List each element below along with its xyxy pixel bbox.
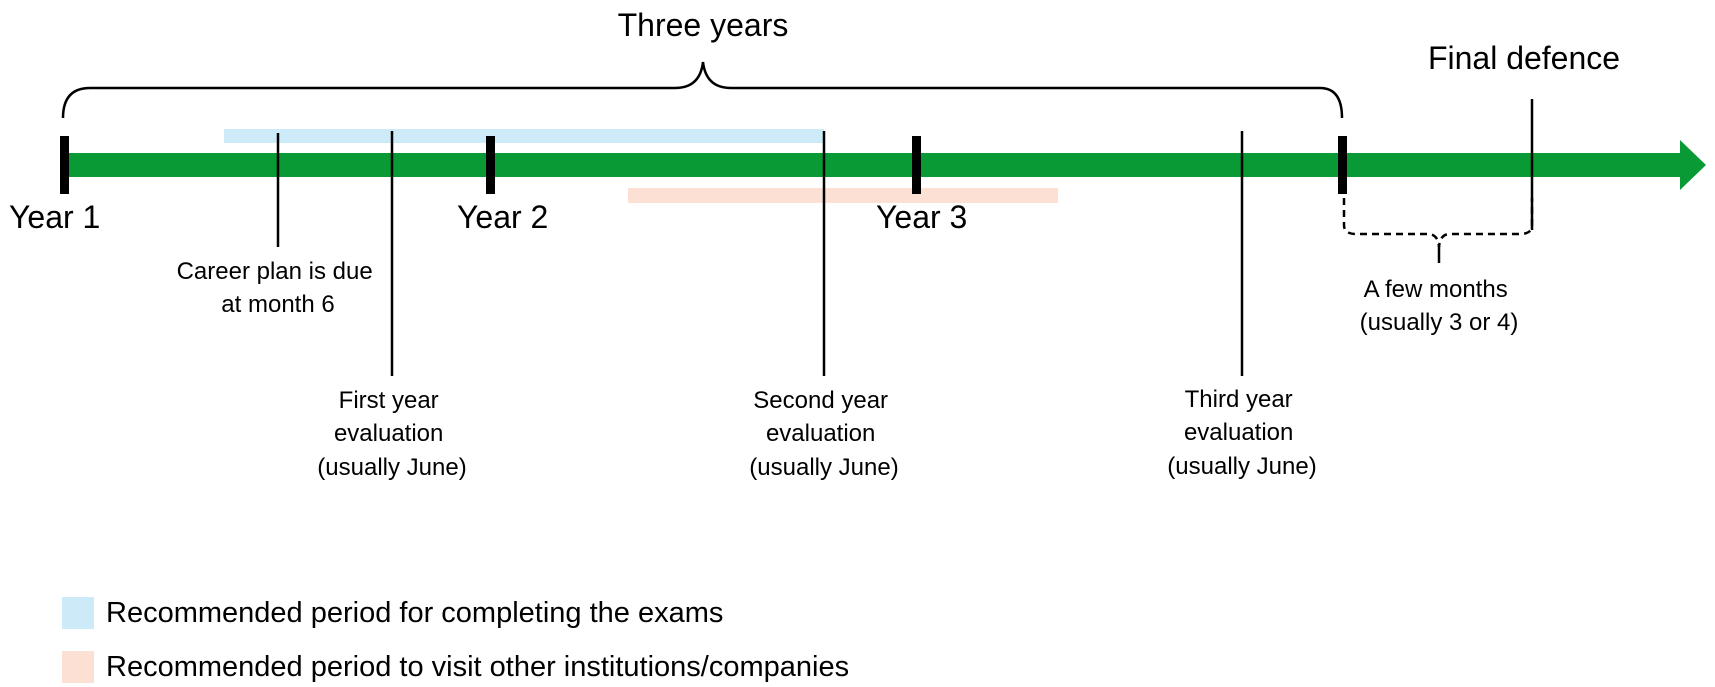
timeline-arrowhead [1680,140,1706,190]
year-3-tick [912,136,921,194]
year-1-label: Year 1 [9,199,100,235]
three-years-end-tick [1338,136,1347,194]
year-2-tick [486,136,495,194]
first-eval-label: First year evaluation (usually June) [317,387,466,481]
second-eval-label: Second year evaluation (usually June) [749,387,898,481]
legend-label-exams: Recommended period for completing the ex… [106,597,723,629]
legend-label-visits: Recommended period to visit other instit… [106,651,849,683]
gap-label: A few months (usually 3 or 4) [1360,276,1519,336]
visit-period-bar [628,188,1058,203]
three-years-label: Three years [618,7,789,43]
final-defence-label: Final defence [1428,40,1620,76]
year-2-label: Year 2 [457,199,548,235]
timeline-bar [63,153,1683,177]
career-plan-label: Career plan is due at month 6 [177,258,380,318]
three-years-brace [61,61,1344,119]
exam-period-bar [224,129,824,143]
legend-swatch-visits [62,651,94,683]
year-1-tick [60,136,69,194]
year-3-label: Year 3 [876,199,967,235]
gap-brace [1342,198,1534,248]
legend-swatch-exams [62,597,94,629]
third-eval-label: Third year evaluation (usually June) [1167,386,1316,480]
